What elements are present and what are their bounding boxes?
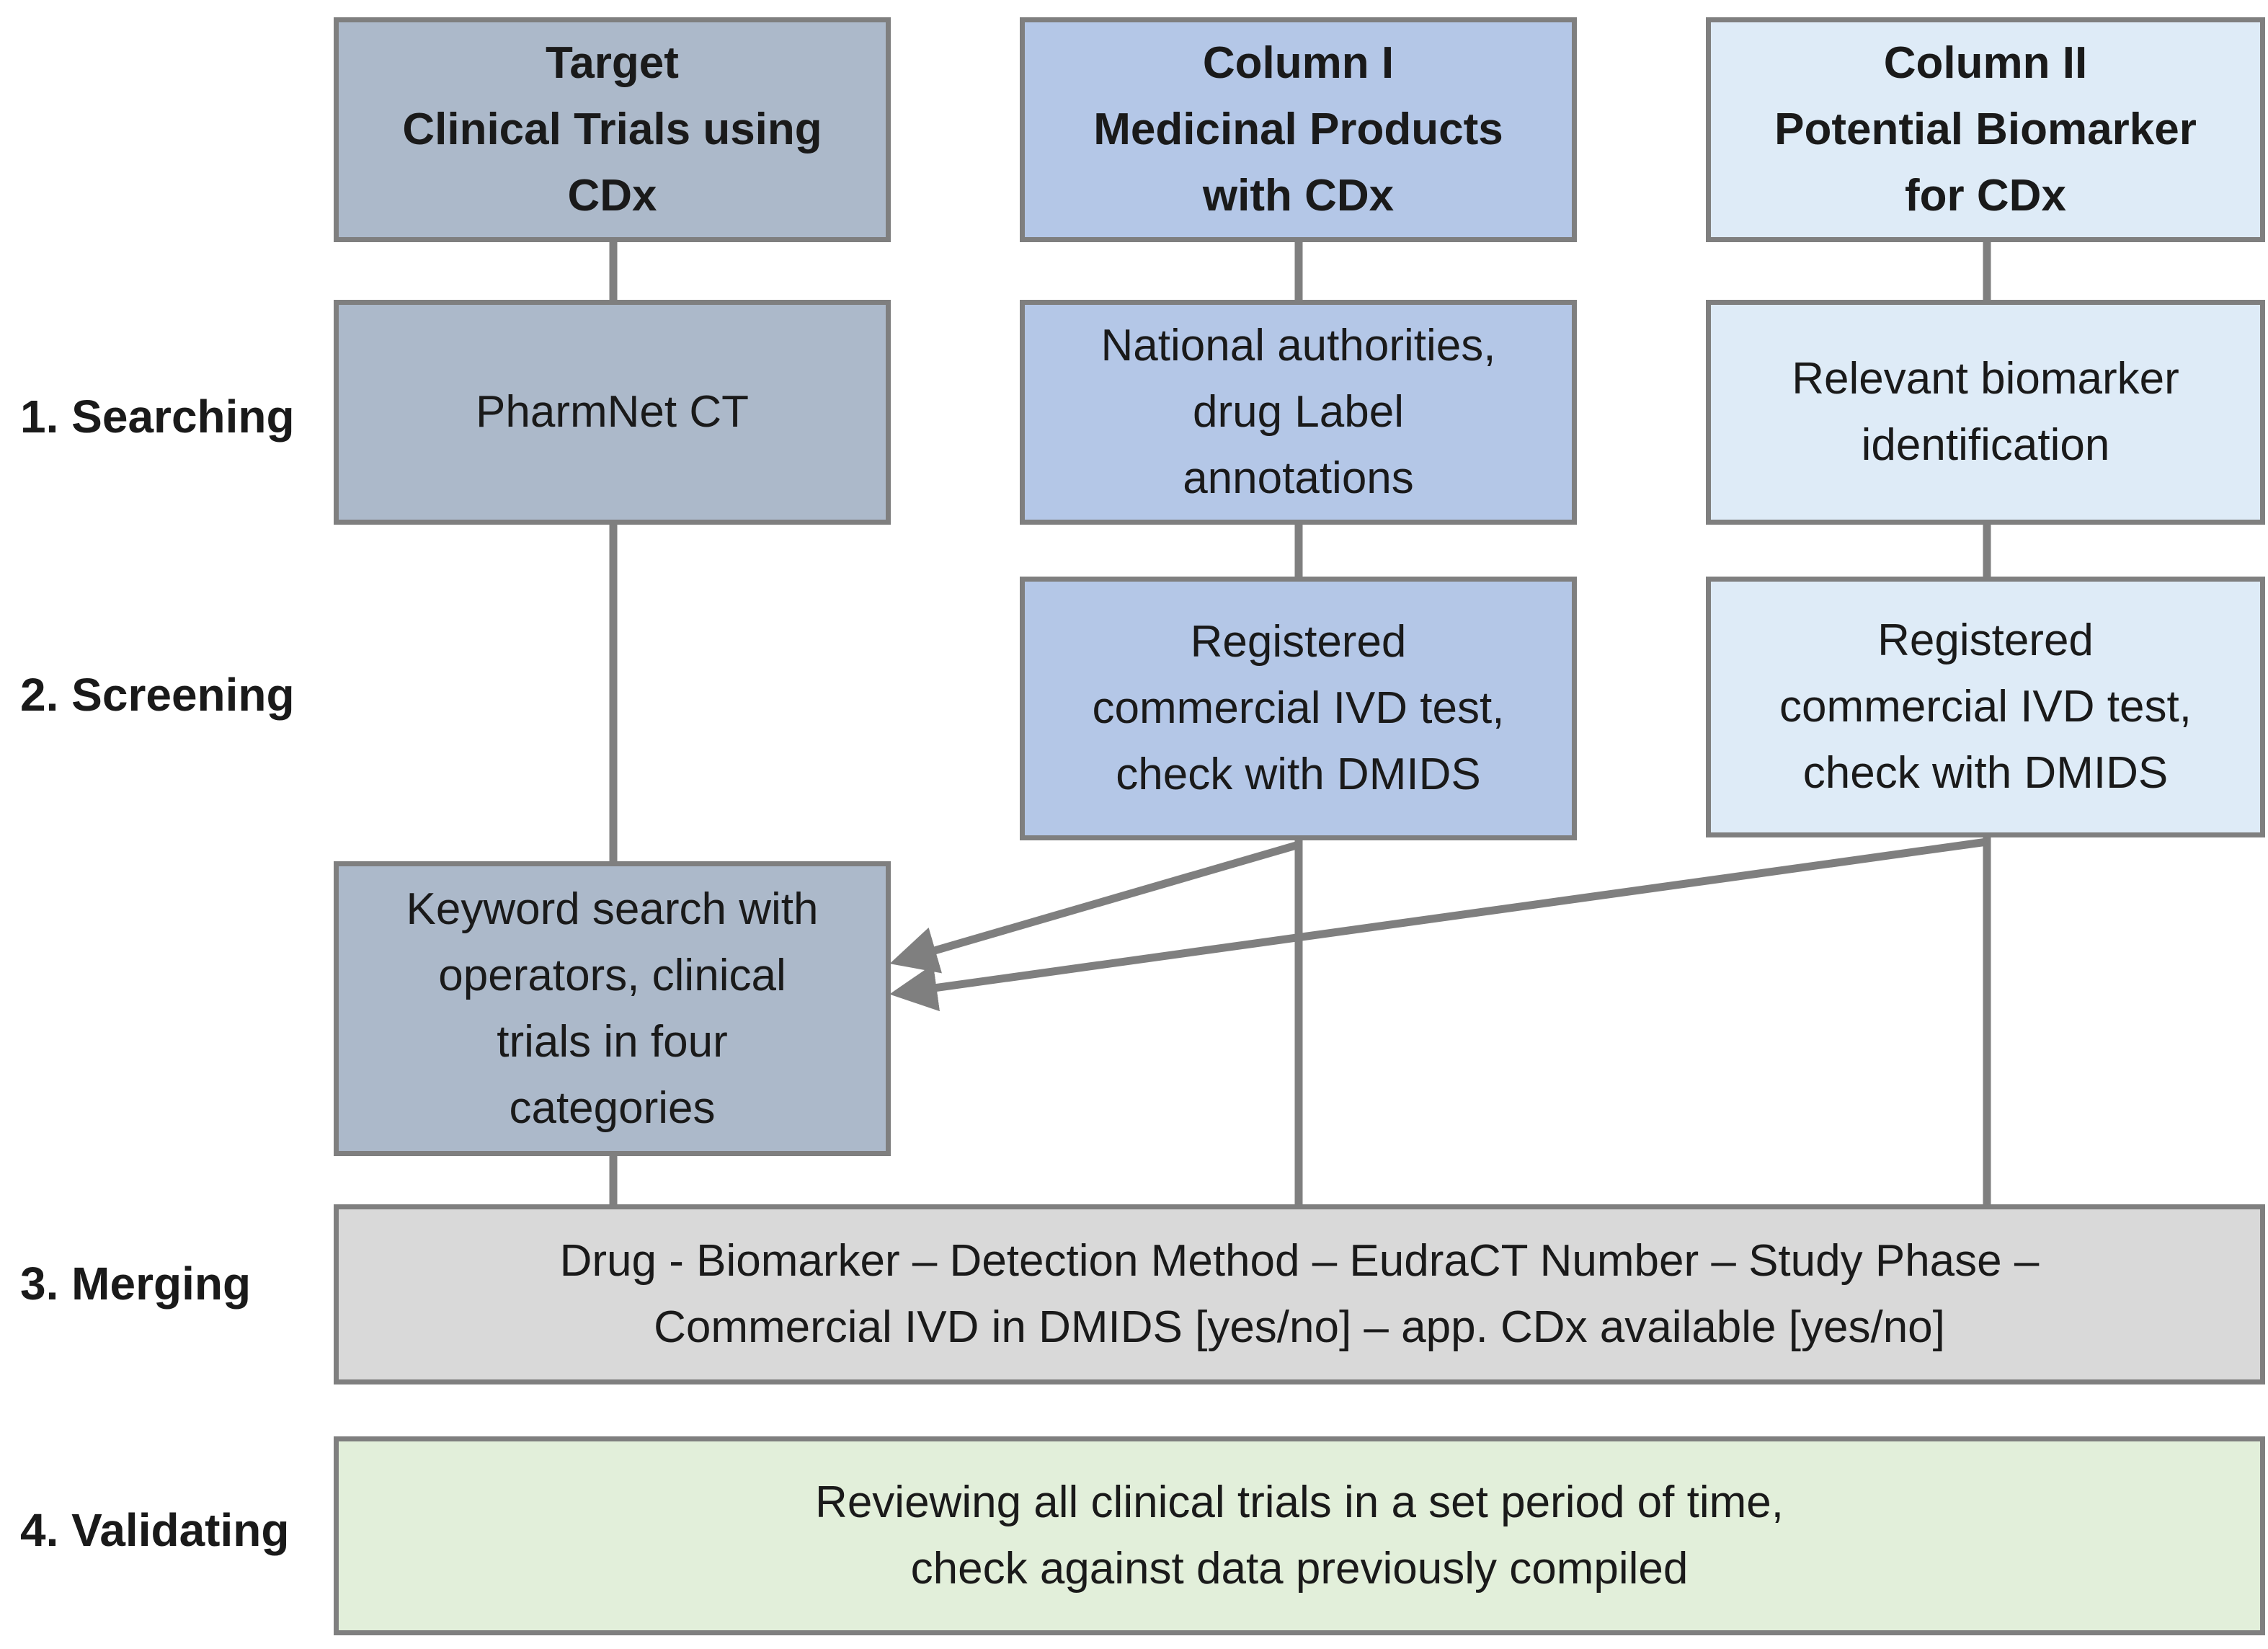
biomarker-identification-text: Relevant biomarker identification — [1792, 354, 2179, 470]
column-2-screening-box: Registered commercial IVD test, check wi… — [1706, 577, 2265, 837]
step-label-merging: 3. Merging — [20, 1258, 252, 1310]
merging-box: Drug - Biomarker – Detection Method – Eu… — [334, 1204, 2265, 1384]
step-label-screening: 2. Screening — [20, 669, 295, 721]
column-1-screening-text: Registered commercial IVD test, check wi… — [1092, 617, 1505, 799]
biomarker-identification-box: Relevant biomarker identification — [1706, 300, 2265, 525]
column-2-header-text: Column II Potential Biomarker for CDx — [1774, 38, 2197, 221]
step-label-validating: 4. Validating — [20, 1504, 290, 1556]
merging-text: Drug - Biomarker – Detection Method – Eu… — [559, 1236, 2040, 1352]
target-header-box: Target Clinical Trials using CDx — [334, 17, 891, 242]
arrow-column-2-to-keyword — [889, 837, 1988, 1012]
column-2-header-box: Column II Potential Biomarker for CDx — [1706, 17, 2265, 242]
keyword-search-text: Keyword search with operators, clinical … — [406, 884, 819, 1133]
column-2-screening-text: Registered commercial IVD test, check wi… — [1779, 615, 2192, 798]
column-1-header-box: Column I Medicinal Products with CDx — [1020, 17, 1577, 242]
pharmnet-box: PharmNet CT — [334, 300, 891, 525]
target-header-text: Target Clinical Trials using CDx — [402, 38, 822, 221]
national-authorities-text: National authorities, drug Label annotat… — [1100, 321, 1496, 503]
keyword-search-box: Keyword search with operators, clinical … — [334, 861, 891, 1156]
pharmnet-text: PharmNet CT — [476, 387, 749, 437]
arrow-column-1-to-keyword — [889, 840, 1300, 974]
validating-text: Reviewing all clinical trials in a set p… — [815, 1477, 1784, 1594]
national-authorities-box: National authorities, drug Label annotat… — [1020, 300, 1577, 525]
column-1-screening-box: Registered commercial IVD test, check wi… — [1020, 577, 1577, 840]
validating-box: Reviewing all clinical trials in a set p… — [334, 1436, 2265, 1635]
column-1-header-text: Column I Medicinal Products with CDx — [1093, 38, 1503, 221]
step-label-searching: 1. Searching — [20, 391, 295, 443]
